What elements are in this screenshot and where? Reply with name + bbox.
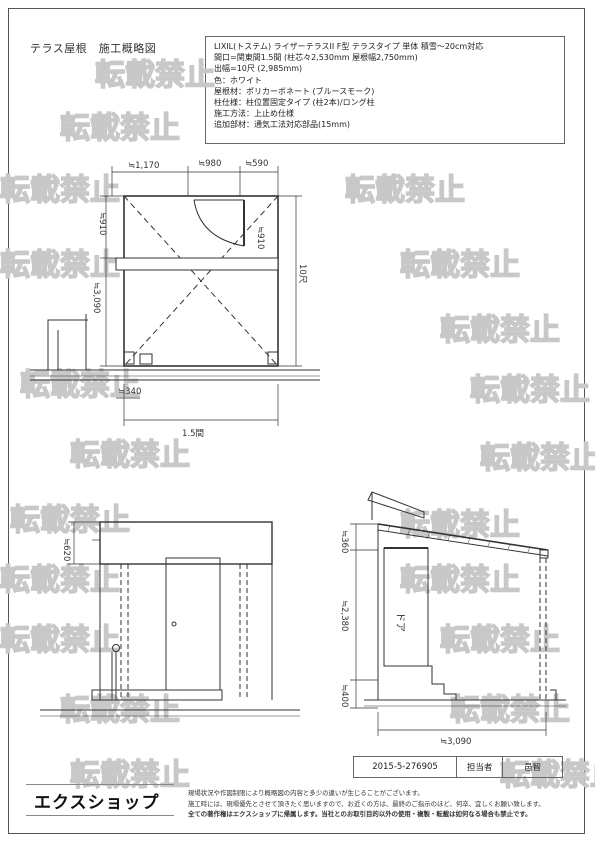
spec-line: 間口=関東間1.5間 (柱芯々2,530mm 屋根幅2,750mm) <box>214 53 418 63</box>
plan-dim-label: ≒980 <box>198 159 221 169</box>
footer-note: 施工時には、現場優先とさせて頂きたく思いますので、お近くの方は、最終のご指示のほ… <box>188 799 545 808</box>
spec-line: 屋根材：ポリカーボネート (ブルースモーク) <box>214 86 375 96</box>
watermark-text: 転載禁止 <box>440 313 560 348</box>
plan-dim-label: 10尺 <box>297 264 307 284</box>
staff-label: 担当者 <box>457 757 504 777</box>
footer-note: 全ての著作権はエクスショップに帰属します。当社とのお取引目的以外の使用・複製・転… <box>188 810 532 818</box>
side-roof-hatch <box>407 528 411 535</box>
watermark-text: 転載禁止 <box>440 623 560 658</box>
side-dim-label: ≒400 <box>339 684 349 707</box>
plan-diagonal <box>123 195 279 367</box>
brand-frame <box>26 784 174 816</box>
spec-line: 追加部材：通気工法対応部品(15mm) <box>214 120 351 130</box>
watermark-text: 転載禁止 <box>400 563 520 598</box>
watermark-text: 転載禁止 <box>0 173 120 208</box>
spec-line: 柱仕様：柱位置固定タイプ (柱2本)/ロング柱 <box>214 98 375 108</box>
plan-dim-label: ≒340 <box>118 387 141 397</box>
front-door <box>165 557 221 691</box>
plan-post <box>267 351 279 365</box>
side-eave <box>367 491 425 519</box>
watermark-text: 転載禁止 <box>480 441 595 476</box>
plan-post <box>123 351 135 365</box>
watermark-layer: 転載禁止 転載禁止 転載禁止 転載禁止 転載禁止 転載禁止 転載禁止 転載禁止 … <box>0 57 595 793</box>
side-dimension-labels: ≒360 ≒2,380 ≒400 ≒3,090 ドア <box>339 530 471 747</box>
footer-notes: 現場状況や作図制限により概略図の内容と多少の違いが生じることがございます。 施工… <box>188 788 568 820</box>
plan-dim-label: ≒910 <box>97 212 107 235</box>
side-roof-hatch <box>507 543 511 550</box>
side-door-label: ドア <box>394 612 405 632</box>
plan-dim-label: ≒590 <box>245 159 268 169</box>
front-meter <box>112 644 120 652</box>
front-step <box>91 689 223 701</box>
side-roof-slope <box>377 529 549 557</box>
plan-dim-label: 1.5間 <box>182 429 204 439</box>
side-dim-label: ≒360 <box>339 530 349 553</box>
plan-existing-structure <box>47 319 88 370</box>
watermark-text: 転載禁止 <box>70 758 190 793</box>
watermark-text: 転載禁止 <box>450 693 570 728</box>
side-gutter <box>539 549 549 559</box>
side-dim-label: ≒3,090 <box>440 737 471 747</box>
spec-line: 出幅=10尺 (2,985mm) <box>214 64 303 74</box>
front-roof-beam <box>99 521 273 565</box>
drawing-sheet <box>8 8 585 834</box>
watermark-text: 転載禁止 <box>10 503 130 538</box>
plan-door-arc <box>193 199 245 247</box>
footer: 2015-5-276905 担当者 邑智 エクスショップ 現場状況や作図制限によ… <box>8 752 585 834</box>
watermark-text: 転載禁止 <box>400 508 520 543</box>
front-dim-label: ≒620 <box>61 538 71 561</box>
spec-line: 色：ホワイト <box>214 75 262 85</box>
watermark-text: 転載禁止 <box>345 173 465 208</box>
reference-number: 2015-5-276905 <box>354 757 458 777</box>
brand-logo: エクスショップ <box>34 793 160 813</box>
watermark-text: 転載禁止 <box>470 373 590 408</box>
watermark-text: 転載禁止 <box>400 248 520 283</box>
plan-view <box>30 166 320 426</box>
watermark-text: 転載禁止 <box>95 58 215 93</box>
side-dim-label: ≒2,380 <box>339 600 349 631</box>
side-roof-hatch <box>427 531 431 538</box>
plan-dim-label: ≒910 <box>255 226 265 249</box>
spec-box: LIXIL(トステム) ライザーテラスII F型 テラスタイプ 単体 積雪～20… <box>205 36 565 144</box>
watermark-text: 転載禁止 <box>0 248 120 283</box>
watermark-text: 転載禁止 <box>20 368 140 403</box>
plan-roof-outline <box>123 195 279 367</box>
watermark-text: 転載禁止 <box>500 758 595 793</box>
side-roof-hatch <box>467 537 471 544</box>
plan-dim-label: ≒1,170 <box>128 161 159 171</box>
side-step-right <box>550 689 557 700</box>
side-steps <box>384 665 457 700</box>
spec-line: LIXIL(トステム) ライザーテラスII F型 テラスタイプ 単体 積雪～20… <box>214 42 484 51</box>
front-dimension-labels: ≒620 <box>61 538 71 561</box>
plan-wall-band <box>115 257 279 271</box>
front-elevation <box>40 521 300 717</box>
plan-dim-label: ≒3,090 <box>91 282 101 313</box>
watermark-text: 転載禁止 <box>70 438 190 473</box>
footer-note: 現場状況や作図制限により概略図の内容と多少の違いが生じることがございます。 <box>188 789 424 797</box>
reference-row: 2015-5-276905 担当者 邑智 <box>353 756 563 778</box>
side-roof-hatch <box>527 546 531 553</box>
plan-fixture <box>139 353 153 365</box>
watermark-text: 転載禁止 <box>60 111 180 146</box>
side-elevation <box>350 491 566 736</box>
staff-name: 邑智 <box>524 763 542 773</box>
side-roof-slope <box>377 523 549 551</box>
plan-dimension-labels: ≒1,170 ≒980 ≒590 ≒910 ≒910 ≒3,090 10尺 ≒3… <box>91 159 307 439</box>
spec-line: 施工方法：上止め仕様 <box>214 109 294 119</box>
watermark-text: 転載禁止 <box>0 623 120 658</box>
document-title: テラス屋根 施工概略図 <box>30 42 157 55</box>
side-roof-hatch <box>487 540 491 547</box>
side-roof-hatch <box>387 525 391 532</box>
front-door-knob <box>171 621 177 627</box>
watermark-text: 転載禁止 <box>0 563 120 598</box>
side-roof-hatch <box>447 534 451 541</box>
